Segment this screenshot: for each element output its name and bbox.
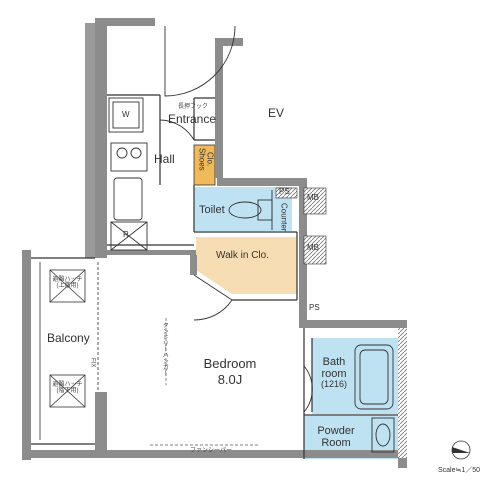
hatch-top-line2: (上階用)	[56, 283, 79, 290]
shoes-closet-label: Shoes	[197, 148, 207, 171]
toilet-fill	[194, 187, 292, 231]
balcony-label: Balcony	[47, 331, 90, 345]
bath-wall-hatch	[398, 328, 407, 458]
north-arrow-icon	[451, 440, 471, 460]
ps-mid-label: PS	[309, 303, 320, 312]
shaft-mb-top	[303, 187, 327, 215]
hatch-bottom-line1: 避難ハッチ	[52, 382, 83, 388]
bath-size: (1216)	[320, 379, 347, 390]
shoes-closet-label-2: Clo.	[205, 152, 215, 167]
mb-bottom-label: MB	[307, 243, 319, 252]
counter-label: Counter	[279, 203, 289, 232]
partitions	[31, 94, 398, 459]
hatch-top-label: 避難ハッチ (上階用)	[50, 277, 85, 290]
bedroom-label: Bedroom 8.0J	[195, 357, 265, 386]
north-label: N	[453, 459, 459, 466]
shoes-line2: Clo.	[205, 152, 215, 167]
entrance-label: Entrance	[168, 112, 217, 126]
bath-fixture	[354, 344, 395, 453]
shoes-line1: Shoes	[197, 148, 207, 171]
toilet-fixture	[228, 190, 273, 230]
bedroom-name: Bedroom	[203, 356, 257, 371]
hook-label: 長押フック	[178, 104, 209, 110]
dashed-lines	[150, 318, 260, 446]
walkin-closet-fill	[196, 237, 297, 294]
scale-label: Scale≒1／50	[438, 467, 481, 474]
bath-line2: room	[321, 367, 347, 380]
ps-top-label: PS	[279, 187, 290, 196]
hall-label: Hall	[154, 152, 175, 166]
mb-top-label: MB	[307, 193, 319, 202]
shaft-ps-top	[275, 187, 298, 199]
hanger-label: クンドリーハンガー	[161, 322, 168, 376]
doors	[159, 25, 313, 413]
toilet-label: Toilet	[199, 204, 225, 216]
powder-line2: Room	[321, 436, 351, 449]
kitchen-equipment	[108, 97, 148, 251]
hatch-top-line1: 避難ハッチ	[52, 277, 83, 283]
bath-line1: Bath	[322, 356, 346, 368]
washer-label: W	[122, 110, 130, 119]
powder-room-label: Powder Room	[306, 425, 366, 449]
balcony-features	[39, 262, 99, 440]
bedroom-size: 8.0J	[217, 371, 243, 387]
fix-label: FIX	[89, 358, 96, 368]
bathroom-label: Bath room (1216)	[312, 356, 356, 390]
hatch-bottom-line2: (階下用)	[56, 388, 79, 395]
hatch-bottom-label: 避難ハッチ (階下用)	[50, 382, 85, 395]
walkin-closet-label: Walk in Clo.	[216, 250, 269, 261]
fridge-label: R	[123, 230, 129, 239]
ev-label: EV	[268, 106, 285, 120]
shaft-mb-bottom	[303, 235, 327, 265]
powder-line1: Powder	[317, 425, 355, 437]
fan-label: ファンシーパー	[190, 448, 232, 454]
